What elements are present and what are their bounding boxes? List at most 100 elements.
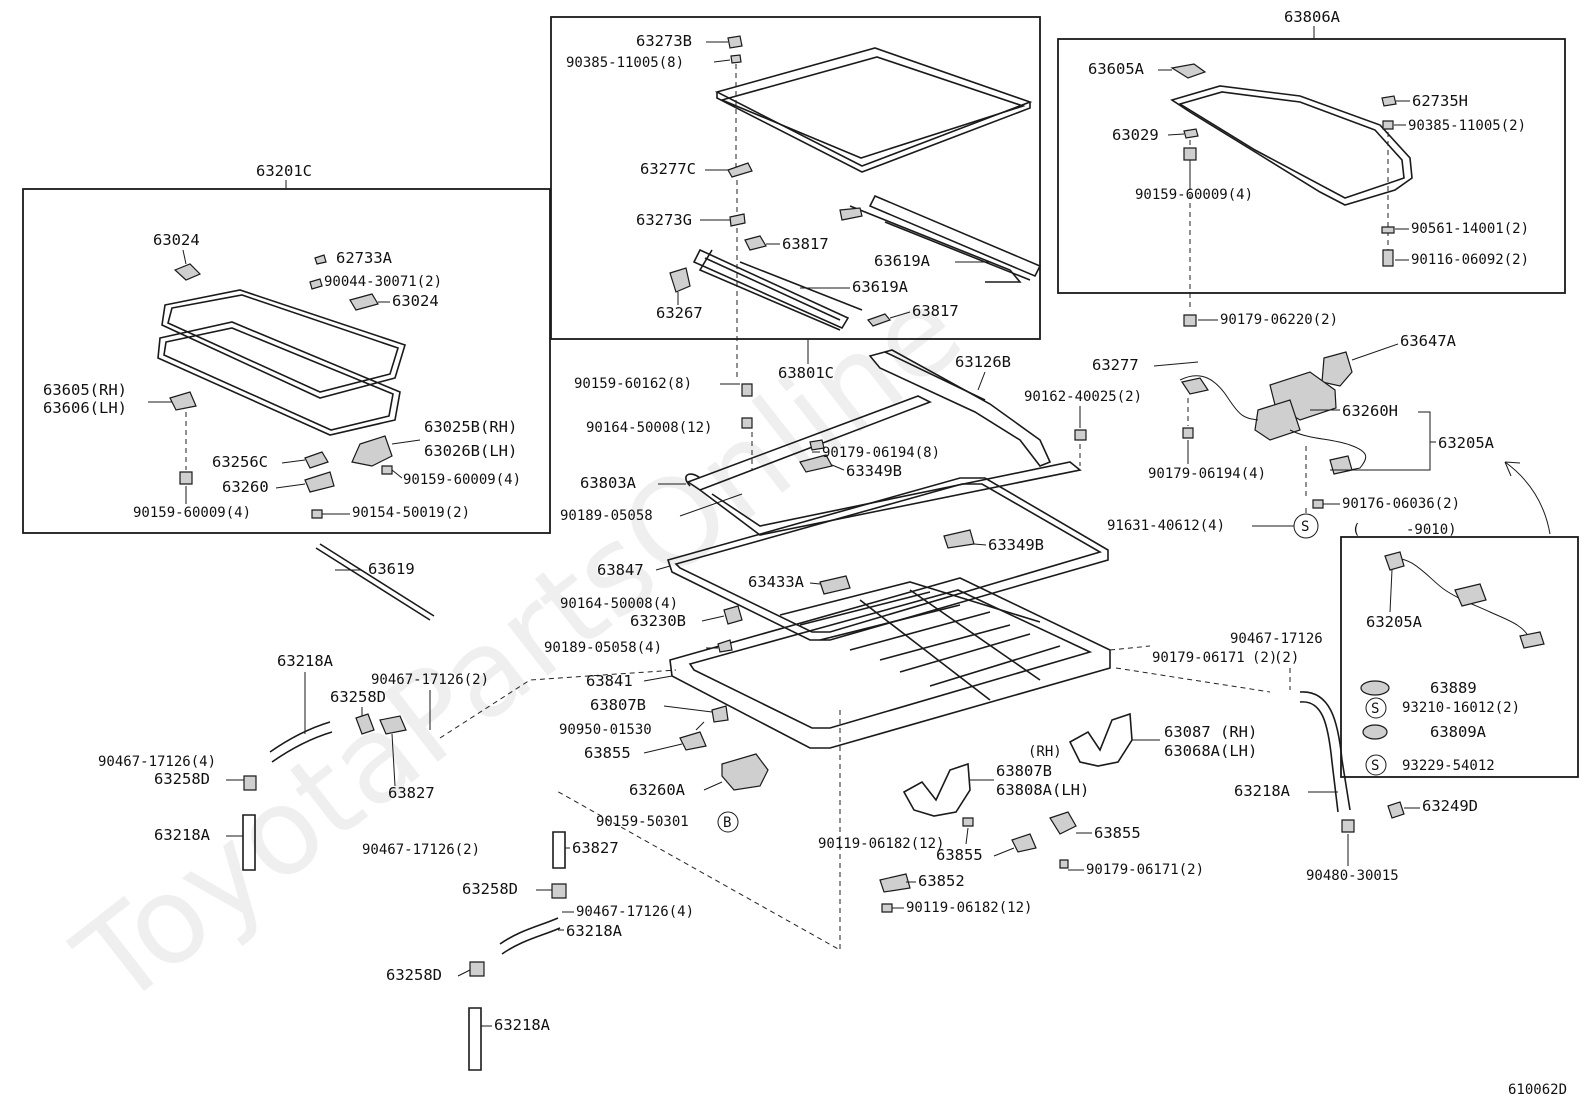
group-label-63801C[interactable]: 63801C — [778, 364, 834, 382]
label-63205A-alt[interactable]: 63205A — [1366, 613, 1423, 631]
label-90189-05058-4[interactable]: 90189-05058(4) — [544, 640, 662, 656]
label-63026B-LH[interactable]: 63026B(LH) — [424, 442, 517, 460]
label-90154-50019[interactable]: 90154-50019(2) — [352, 505, 470, 521]
label-90467-17126-right-qty[interactable]: (2) — [1274, 650, 1299, 666]
label-63267[interactable]: 63267 — [656, 304, 703, 322]
label-63852[interactable]: 63852 — [918, 872, 965, 890]
label-63258D-left[interactable]: 63258D — [154, 770, 210, 788]
label-91631-40612[interactable]: 91631-40612(4) — [1107, 518, 1225, 534]
label-63855-right[interactable]: 63855 — [1094, 824, 1141, 842]
label-63218A-left[interactable]: 63218A — [154, 826, 211, 844]
label-90179-06220[interactable]: 90179-06220(2) — [1220, 312, 1338, 328]
label-63024-top[interactable]: 63024 — [153, 231, 200, 249]
label-63126B[interactable]: 63126B — [955, 353, 1011, 371]
label-90467-17126-4-mid[interactable]: 90467-17126(4) — [576, 904, 694, 920]
label-62733A[interactable]: 62733A — [336, 249, 393, 267]
label-63218A-top[interactable]: 63218A — [277, 652, 334, 670]
label-63803A[interactable]: 63803A — [580, 474, 637, 492]
label-90467-17126-2-mid[interactable]: 90467-17126(2) — [362, 842, 480, 858]
label-63260[interactable]: 63260 — [222, 478, 269, 496]
label-90159-60162[interactable]: 90159-60162(8) — [574, 376, 692, 392]
label-90044-30071[interactable]: 90044-30071(2) — [324, 274, 442, 290]
label-63827-mid[interactable]: 63827 — [572, 839, 619, 857]
label-90561-14001[interactable]: 90561-14001(2) — [1411, 221, 1529, 237]
label-63605-RH[interactable]: 63605(RH) — [43, 381, 127, 399]
label-90164-50008-12[interactable]: 90164-50008(12) — [586, 420, 712, 436]
label-63807B-left[interactable]: 63807B — [590, 696, 646, 714]
label-63809A[interactable]: 63809A — [1430, 723, 1487, 741]
label-90179-06171-right-qty[interactable]: (2) — [1252, 650, 1277, 666]
label-63277C[interactable]: 63277C — [640, 160, 696, 178]
label-93210-16012[interactable]: 93210-16012(2) — [1402, 700, 1520, 716]
label-90179-06194-4[interactable]: 90179-06194(4) — [1148, 466, 1266, 482]
label-63606-LH[interactable]: 63606(LH) — [43, 399, 127, 417]
label-90159-60009-left[interactable]: 90159-60009(4) — [133, 505, 251, 521]
label-90164-50008-4[interactable]: 90164-50008(4) — [560, 596, 678, 612]
label-63256C[interactable]: 63256C — [212, 453, 268, 471]
label-63827-top[interactable]: 63827 — [388, 784, 435, 802]
label-63647A[interactable]: 63647A — [1400, 332, 1457, 350]
label-90119-06182-12b[interactable]: 90119-06182(12) — [906, 900, 1032, 916]
label-63619A-right[interactable]: 63619A — [874, 252, 931, 270]
label-63068A-LH[interactable]: 63068A(LH) — [1164, 742, 1257, 760]
label-63260A[interactable]: 63260A — [629, 781, 686, 799]
label-63258D-top[interactable]: 63258D — [330, 688, 386, 706]
label-63277[interactable]: 63277 — [1092, 356, 1139, 374]
label-90385-11005-2[interactable]: 90385-11005(2) — [1408, 118, 1526, 134]
label-62735H[interactable]: 62735H — [1412, 92, 1468, 110]
label-90467-17126-right[interactable]: 90467-17126 — [1230, 631, 1323, 647]
label-63349B-top[interactable]: 63349B — [846, 462, 902, 480]
label-90189-05058[interactable]: 90189-05058 — [560, 508, 653, 524]
label-63889[interactable]: 63889 — [1430, 679, 1477, 697]
label-90119-06182-12a[interactable]: 90119-06182(12) — [818, 836, 944, 852]
label-90467-17126-4-left[interactable]: 90467-17126(4) — [98, 754, 216, 770]
label-63029[interactable]: 63029 — [1112, 126, 1159, 144]
label-63258D-bottom[interactable]: 63258D — [386, 966, 442, 984]
label-90179-06171-bottom[interactable]: 90179-06171(2) — [1086, 862, 1204, 878]
label-63817-bottom[interactable]: 63817 — [912, 302, 959, 320]
label-63218A-right[interactable]: 63218A — [1234, 782, 1291, 800]
group-label-63201C[interactable]: 63201C — [256, 162, 312, 180]
label-63855-mid[interactable]: 63855 — [936, 846, 983, 864]
label-63258D-mid[interactable]: 63258D — [462, 880, 518, 898]
label-63619A-left[interactable]: 63619A — [852, 278, 909, 296]
label-63087-RH[interactable]: 63087 (RH) — [1164, 723, 1257, 741]
label-63024-right[interactable]: 63024 — [392, 292, 439, 310]
label-90176-06036[interactable]: 90176-06036(2) — [1342, 496, 1460, 512]
label-90950-01530[interactable]: 90950-01530 — [559, 722, 652, 738]
label-90467-17126-2-top[interactable]: 90467-17126(2) — [371, 672, 489, 688]
label-63025B-RH[interactable]: 63025B(RH) — [424, 418, 517, 436]
label-63273G[interactable]: 63273G — [636, 211, 692, 229]
label-90179-06194-8[interactable]: 90179-06194(8) — [822, 445, 940, 461]
label-63349B-right[interactable]: 63349B — [988, 536, 1044, 554]
label-90159-60009-right[interactable]: 90159-60009(4) — [403, 472, 521, 488]
label-9010[interactable]: -9010) — [1406, 522, 1457, 538]
label-63619[interactable]: 63619 — [368, 560, 415, 578]
glass-assembly-63801C — [669, 35, 1042, 380]
label-93229-54012[interactable]: 93229-54012 — [1402, 758, 1495, 774]
label-63218A-mid[interactable]: 63218A — [566, 922, 623, 940]
label-90179-06171-right[interactable]: 90179-06171 — [1152, 650, 1245, 666]
label-90480-30015[interactable]: 90480-30015 — [1306, 868, 1399, 884]
label-63230B[interactable]: 63230B — [630, 612, 686, 630]
label-90116-06092[interactable]: 90116-06092(2) — [1411, 252, 1529, 268]
label-63433A[interactable]: 63433A — [748, 573, 805, 591]
label-RH-bracket[interactable]: (RH) — [1028, 744, 1062, 760]
label-90385-11005-8[interactable]: 90385-11005(8) — [566, 55, 684, 71]
label-63808A-LH[interactable]: 63808A(LH) — [996, 781, 1089, 799]
label-63218A-bottom[interactable]: 63218A — [494, 1016, 551, 1034]
label-63249D[interactable]: 63249D — [1422, 797, 1478, 815]
group-label-63806A[interactable]: 63806A — [1284, 8, 1341, 26]
label-63847[interactable]: 63847 — [597, 561, 644, 579]
label-63807B-right[interactable]: 63807B — [996, 762, 1052, 780]
label-63205A-main[interactable]: 63205A — [1438, 434, 1495, 452]
label-90162-40025[interactable]: 90162-40025(2) — [1024, 389, 1142, 405]
label-63855-left[interactable]: 63855 — [584, 744, 631, 762]
label-63841[interactable]: 63841 — [586, 672, 633, 690]
label-90159-50301[interactable]: 90159-50301 — [596, 814, 689, 830]
label-63260H[interactable]: 63260H — [1342, 402, 1398, 420]
label-63817-top[interactable]: 63817 — [782, 235, 829, 253]
label-90159-60009-deflector[interactable]: 90159-60009(4) — [1135, 187, 1253, 203]
label-63273B[interactable]: 63273B — [636, 32, 692, 50]
label-63605A[interactable]: 63605A — [1088, 60, 1145, 78]
